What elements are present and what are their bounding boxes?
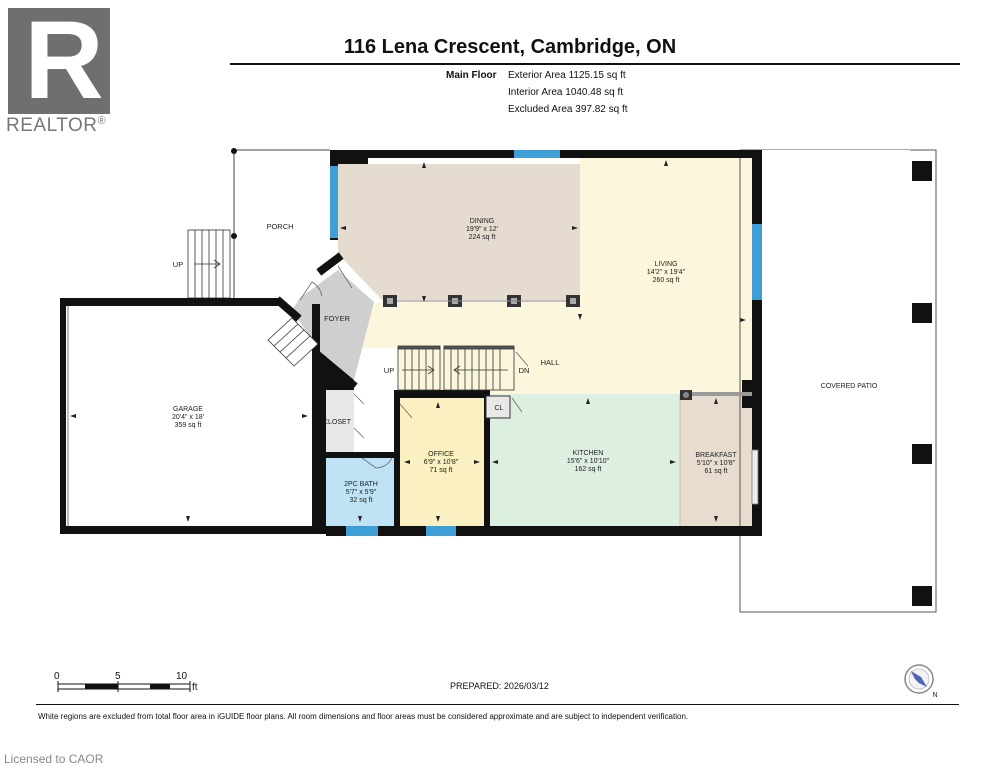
license-text: Licensed to CAOR [4,752,104,766]
footer-divider [36,704,959,705]
foyer-fill [292,270,374,380]
kitchen-area: 162 sq ft [575,466,602,473]
office-area: 71 sq ft [430,467,453,474]
title-divider [230,63,960,65]
realtor-logo[interactable]: R REALTOR® [4,0,118,137]
realtor-name: REALTOR [6,115,98,136]
foyer-steps [267,317,319,367]
foyer-label: FOYER [324,314,350,323]
dining-dims: 19'9" x 12' [466,226,498,233]
scale-bar [57,681,191,692]
patio-side-fill [760,150,910,152]
living-room-fill [360,158,752,394]
cl-label: CL [495,405,504,412]
patio-post [912,161,932,181]
interior-area: Interior Area 1040.48 sq ft [508,87,624,98]
excluded-area: Excluded Area 397.82 sq ft [508,104,628,115]
covered-patio-label: COVERED PATIO [821,383,878,390]
scale-unit: ft [192,682,198,693]
interior-walls [318,388,752,536]
scale-labels: 0 5 10 [54,671,204,685]
stairs-up-label: UP [384,366,394,375]
bath-area: 32 sq ft [350,497,373,504]
kitchen-dims: 15'6" x 10'10" [567,458,610,465]
prepared-date: PREPARED: 2026/03/12 [450,681,549,691]
office-name: OFFICE [428,451,454,458]
breakfast-dims: 5'10" x 10'8" [697,460,736,467]
sliding-door [751,449,759,505]
garage-dims: 20'4" x 18' [172,414,204,421]
garage-name: GARAGE [173,406,203,413]
interior-stairs [397,345,515,391]
stairs-down-label: DN [519,366,530,375]
door-swings [299,265,529,469]
garage-area: 359 sq ft [175,422,202,429]
closet-fill [322,390,354,452]
garage-walls [60,298,326,534]
breakfast-name: BREAKFAST [695,452,737,459]
exterior-area: Exterior Area 1125.15 sq ft [508,70,626,81]
bath-dims: 5'7" x 5'9" [346,489,377,496]
porch-post [231,148,237,154]
realtor-logo-text: REALTOR® [6,115,106,137]
outside-stairs [187,229,231,299]
page-title: 116 Lena Crescent, Cambridge, ON [343,36,677,58]
windows [330,150,762,536]
covered-patio-outline [739,149,937,613]
outside-stairs-up-label: UP [173,260,183,269]
office-fill [400,398,484,526]
wall-block [318,350,354,390]
kitchen-name: KITCHEN [573,450,604,457]
compass-icon[interactable]: N [904,664,938,699]
compass-north-label: N [932,692,937,699]
realtor-logo-mark: R [8,0,110,122]
dining-room-fill [338,164,580,300]
kitchen-fill [488,394,680,526]
scale-mark-0: 0 [54,671,60,682]
hall-label: HALL [541,358,560,367]
floor-name: Main Floor [446,70,497,81]
patio-post [912,586,932,606]
bath-fill [326,458,396,526]
dining-name: DINING [470,218,495,225]
bath-name: 2PC BATH [344,481,378,488]
realtor-logo-letter: R [24,0,104,122]
patio-post [912,303,932,323]
office-dims: 6'9" x 10'8" [424,459,459,466]
scale-mark-5: 5 [115,671,121,682]
registered-mark: ® [97,115,107,127]
closet-label: CLOSET [323,419,352,426]
dimension-arrows [70,160,746,522]
living-name: LIVING [655,261,678,268]
living-dims: 14'2" x 19'4" [647,269,686,276]
dining-area: 224 sq ft [469,234,496,241]
scale-mark-10: 10 [176,671,188,682]
disclaimer: White regions are excluded from total fl… [38,712,689,721]
porch-post [231,233,237,239]
living-area: 260 sq ft [653,277,680,284]
patio-post [912,444,932,464]
cl-closet-outline [485,395,511,419]
pillars [383,295,692,400]
breakfast-area: 61 sq ft [705,468,728,475]
porch-label: PORCH [266,222,293,231]
